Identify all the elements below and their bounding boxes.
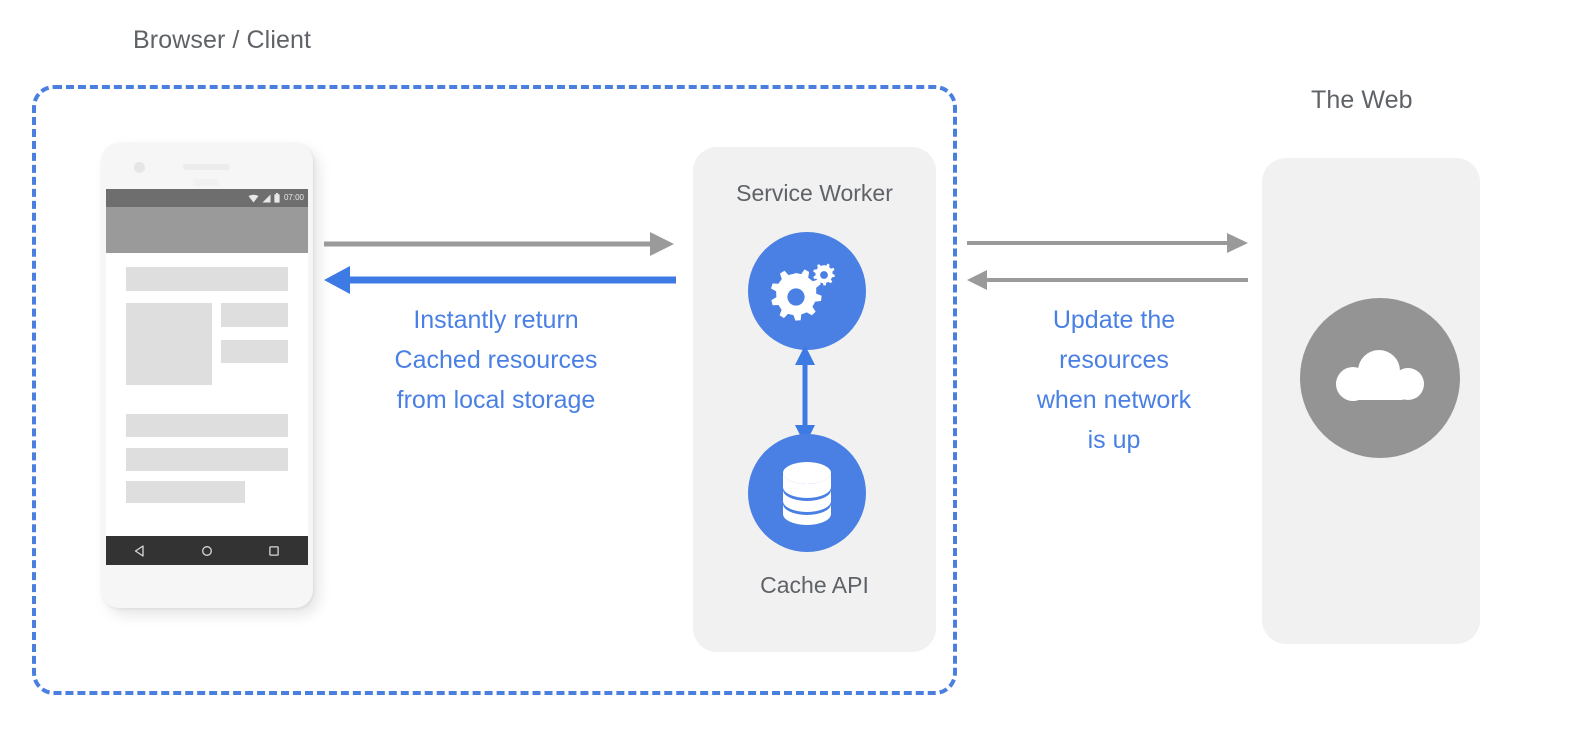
phone-status-time: 07:00 [283, 193, 304, 202]
the-web-label: The Web [1311, 86, 1413, 114]
phone-camera-icon [134, 162, 145, 173]
phone-app-bar [106, 207, 308, 253]
cached-response-arrow [324, 266, 676, 294]
client-service-worker-arrows [324, 232, 676, 294]
service-worker-panel: Service Worker [693, 147, 936, 652]
browser-client-boundary [32, 85, 957, 695]
content-placeholder-block [126, 414, 288, 437]
phone-mockup: 07:00 [101, 143, 313, 608]
cache-api-icon-badge [748, 434, 866, 552]
service-worker-web-arrows [967, 233, 1248, 290]
content-placeholder-block [126, 481, 245, 503]
phone-page-content [106, 253, 308, 528]
browser-client-label: Browser / Client [133, 26, 312, 54]
phone-screen: 07:00 [106, 189, 308, 565]
network-request-arrow [967, 233, 1248, 253]
content-placeholder-block [126, 448, 288, 471]
service-worker-cache-arrow [795, 345, 815, 445]
cloud-icon [1336, 350, 1424, 401]
battery-icon [274, 193, 280, 203]
content-placeholder-block [126, 267, 288, 291]
web-icon-badge [1300, 298, 1460, 458]
home-icon[interactable] [201, 545, 213, 557]
service-worker-icon-badge [748, 232, 866, 350]
phone-navigation-bar [106, 536, 308, 565]
network-response-arrow [967, 270, 1248, 290]
phone-status-bar: 07:00 [106, 189, 308, 207]
gears-icon [771, 263, 835, 321]
phone-speaker-grille [183, 164, 230, 170]
content-placeholder-block [126, 303, 212, 385]
the-web-panel [1262, 158, 1480, 644]
content-placeholder-block [221, 303, 288, 327]
content-placeholder-block [221, 340, 288, 363]
signal-icon [262, 194, 271, 202]
phone-sensor [193, 179, 219, 186]
database-icon [783, 462, 831, 525]
recents-icon[interactable] [268, 545, 280, 557]
cache-api-title: Cache API [760, 572, 869, 598]
wifi-icon [248, 194, 259, 202]
cached-response-caption: Instantly return Cached resources from l… [394, 306, 598, 414]
back-icon[interactable] [134, 544, 146, 557]
network-update-caption: Update the resources when network is up [1036, 306, 1192, 454]
request-arrow [324, 232, 674, 256]
service-worker-title: Service Worker [736, 180, 893, 206]
